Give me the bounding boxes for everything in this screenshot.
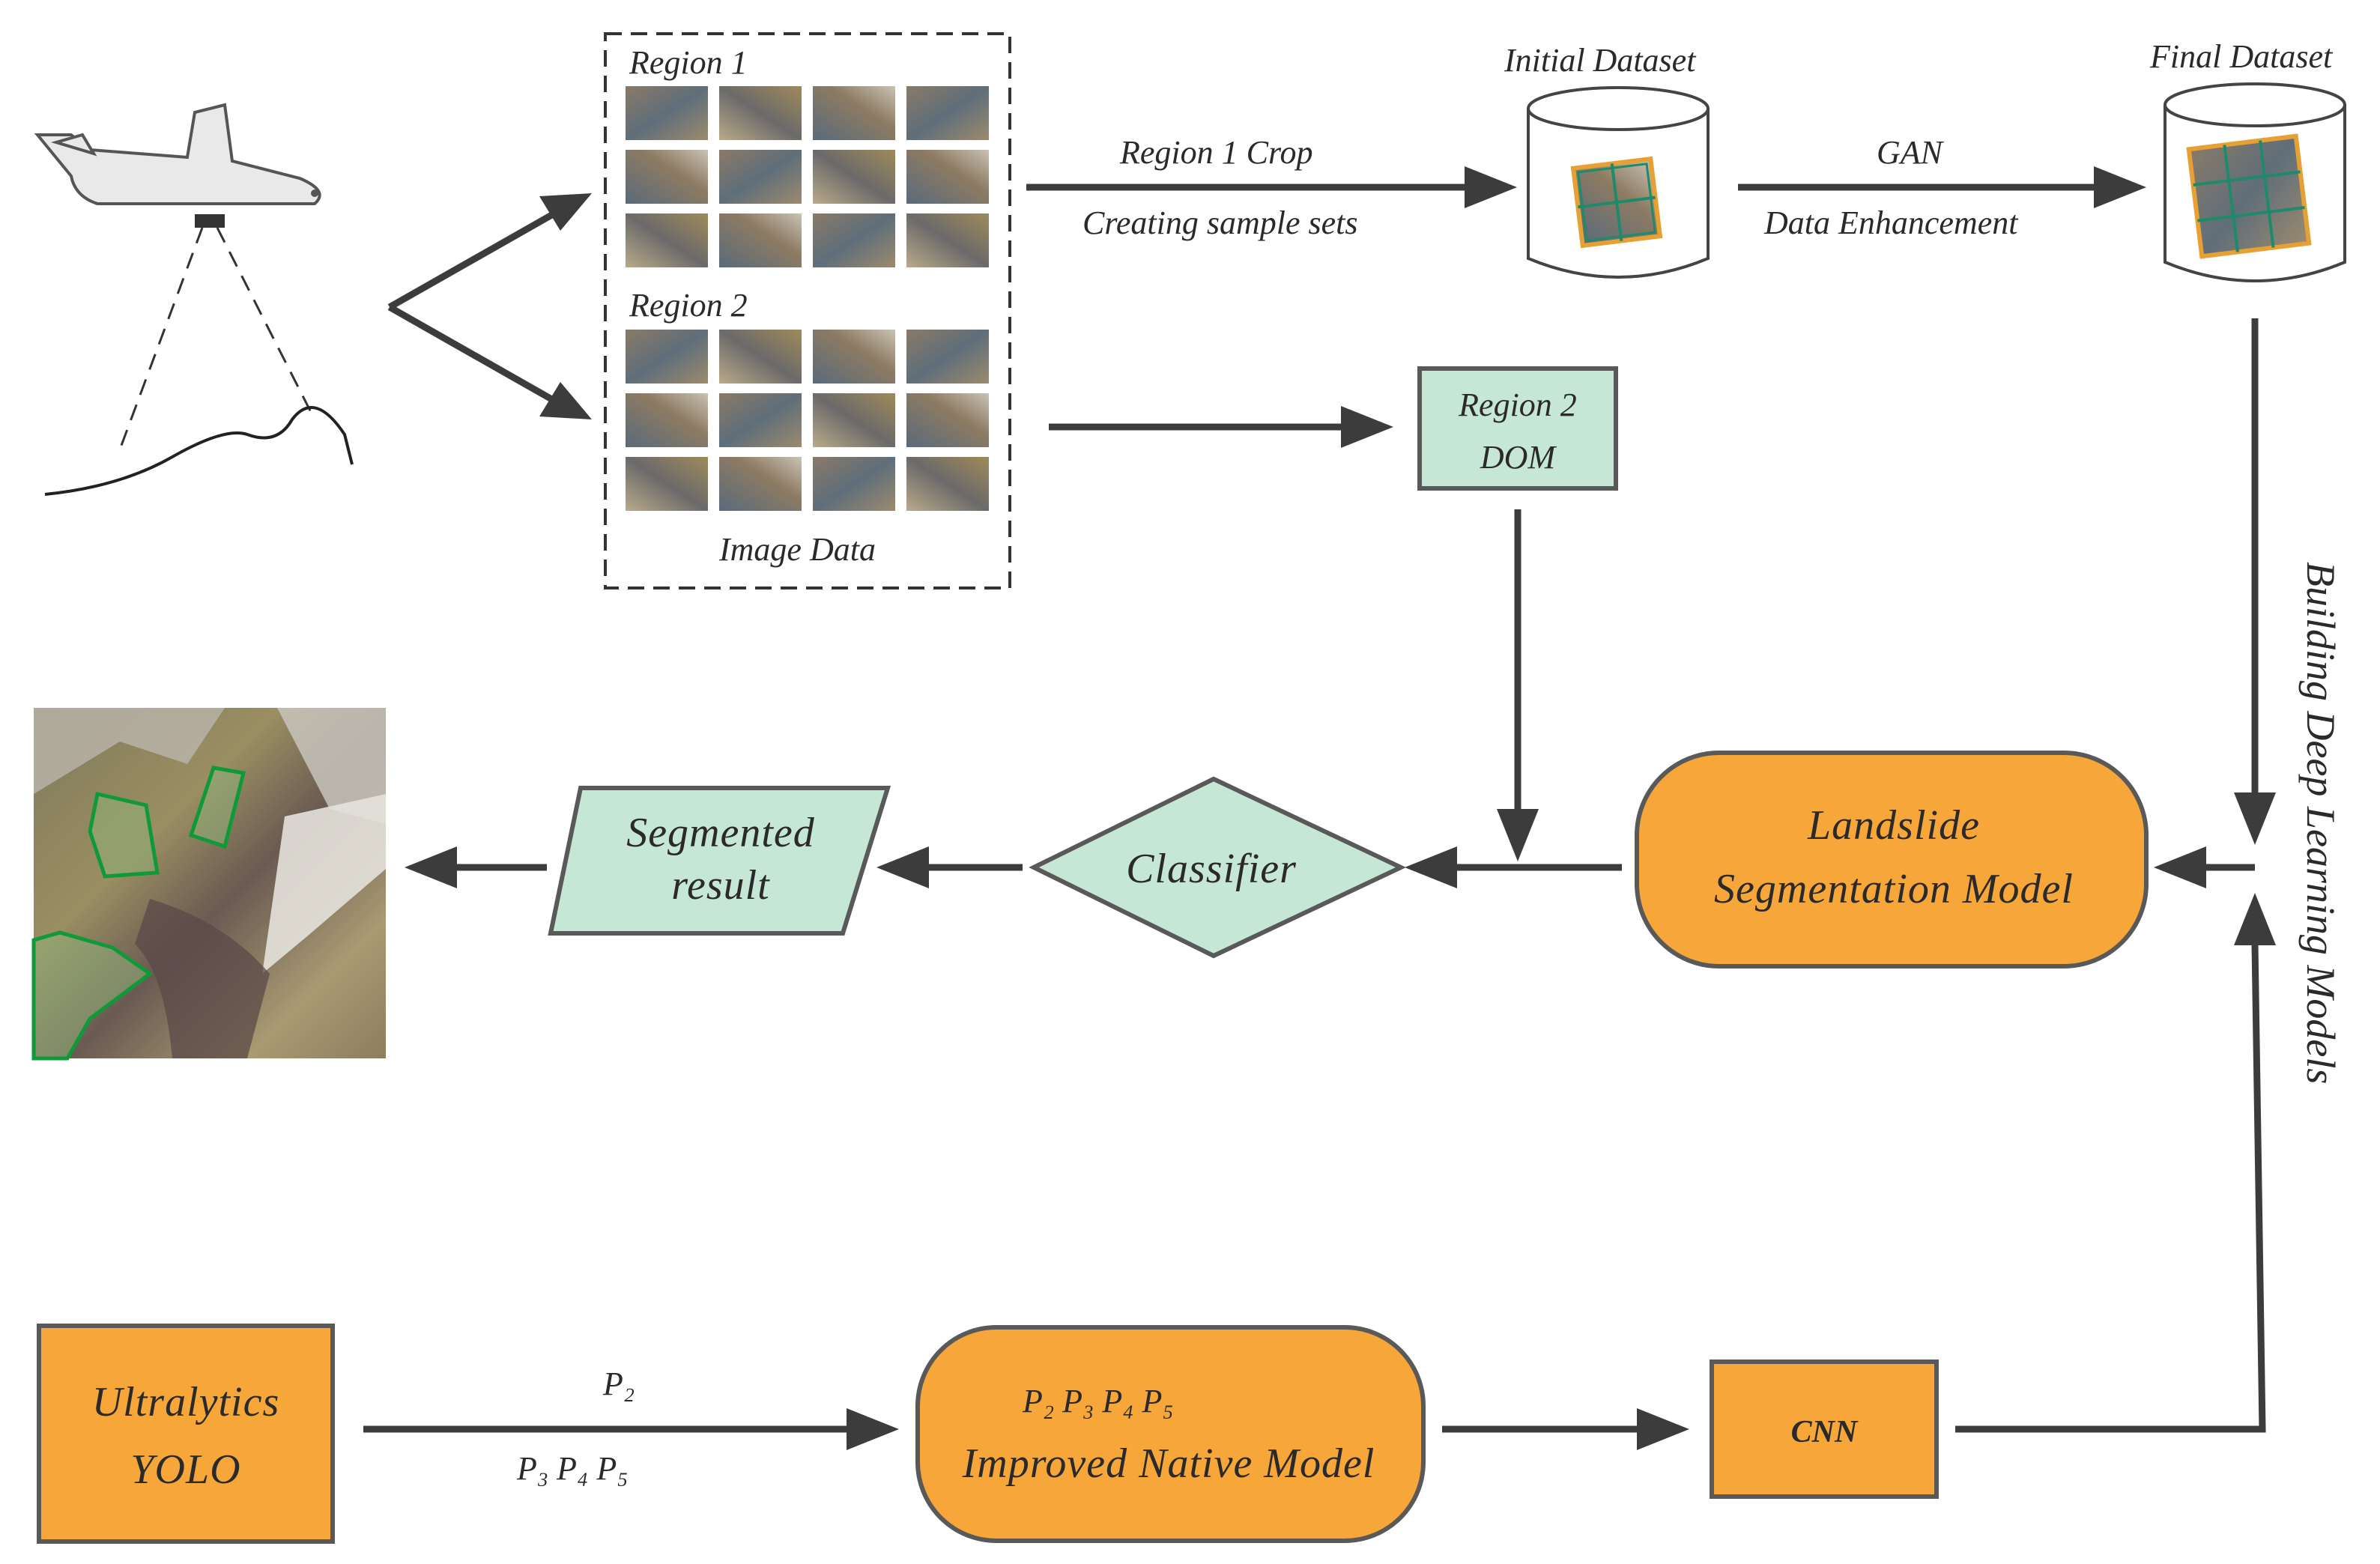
crop-label: Region 1 Crop — [1119, 134, 1312, 171]
segmented-result-node: Segmented result — [548, 786, 891, 936]
aerial-tile — [813, 150, 895, 204]
side-label: Building Deep Learning Models — [2298, 562, 2343, 1084]
improved-to-cnn-arrow — [1442, 1408, 1689, 1450]
yolo-to-improved-arrow: P₂ P₃ P₄ P₅ — [363, 1366, 899, 1487]
yolo-top-label: P₂ — [602, 1366, 635, 1402]
initial-dataset-label: Initial Dataset — [1504, 42, 1697, 79]
aerial-tile — [813, 330, 895, 384]
final-dataset-down-arrow — [2234, 318, 2276, 845]
aerial-tile — [906, 330, 989, 384]
yolo-bottom-label: P₃ P₄ P₅ — [516, 1450, 629, 1487]
final-dataset-grid — [2186, 133, 2312, 259]
aerial-tile — [906, 393, 989, 447]
region2-to-dom-arrow — [1049, 406, 1393, 448]
final-dataset-node: Final Dataset — [2149, 38, 2346, 282]
classifier-node: Classifier — [1029, 776, 1407, 959]
aerial-tile — [813, 457, 895, 511]
into-model-arrow — [2154, 846, 2255, 888]
drone-to-images-arrows — [387, 193, 592, 419]
landslide-model-node: Landslide Segmentation Model — [1635, 751, 2149, 969]
landslide-map-image — [31, 708, 386, 1061]
drone-icon — [34, 103, 354, 496]
gan-label: GAN — [1877, 134, 1945, 171]
aerial-tile — [906, 150, 989, 204]
aerial-tile — [813, 393, 895, 447]
aerial-tile — [719, 330, 802, 384]
image-data-caption: Image Data — [718, 531, 876, 568]
aerial-tile — [719, 213, 802, 267]
result-to-map-arrow — [405, 846, 547, 888]
aerial-tile — [906, 457, 989, 511]
final-dataset-label: Final Dataset — [2149, 38, 2334, 75]
aerial-tile — [626, 393, 708, 447]
yolo-label-line1: Ultralytics — [92, 1379, 280, 1425]
landslide-label-line1: Landslide — [1807, 802, 1980, 849]
aerial-tile — [906, 213, 989, 267]
segmented-label-line1: Segmented — [626, 810, 815, 856]
dom-label-line1: Region 2 — [1458, 387, 1577, 423]
region1-label: Region 1 — [629, 44, 748, 81]
cnn-node: CNN — [1710, 1360, 1939, 1499]
aerial-tile — [626, 150, 708, 204]
initial-dataset-node: Initial Dataset — [1504, 42, 1710, 279]
aerial-tile — [626, 213, 708, 267]
improved-model-node: P₂ P₃ P₄ P₅ Improved Native Model — [915, 1325, 1426, 1543]
data-enhancement-label: Data Enhancement — [1763, 204, 2019, 241]
aerial-image-tiles — [626, 86, 989, 511]
segmented-label-line2: result — [671, 862, 770, 909]
landslide-label-line2: Segmentation Model — [1714, 866, 2074, 912]
yolo-node: Ultralytics YOLO — [37, 1324, 335, 1544]
cnn-label: CNN — [1791, 1415, 1859, 1449]
aerial-tile — [813, 86, 895, 140]
region2-label: Region 2 — [629, 287, 748, 324]
classifier-label: Classifier — [1126, 846, 1297, 892]
region2-dom-node: Region 2 DOM — [1417, 366, 1618, 491]
dom-down-arrow — [1497, 509, 1539, 861]
aerial-tile — [626, 457, 708, 511]
aerial-tile — [626, 330, 708, 384]
improved-label: Improved Native Model — [962, 1440, 1375, 1487]
aerial-tile — [626, 86, 708, 140]
dom-label-line2: DOM — [1480, 439, 1557, 476]
crop-arrow: Region 1 Crop Creating sample sets — [1026, 134, 1517, 241]
aerial-tile — [719, 393, 802, 447]
yolo-label-line2: YOLO — [130, 1446, 240, 1493]
model-to-classifier-arrow — [1405, 846, 1622, 888]
classifier-to-result-arrow — [876, 846, 1023, 888]
initial-dataset-grid — [1570, 156, 1663, 249]
cnn-to-model-arrow — [1955, 893, 2276, 1433]
gan-arrow: GAN Data Enhancement — [1738, 134, 2146, 241]
creating-sample-sets-label: Creating sample sets — [1082, 204, 1357, 241]
aerial-tile — [719, 150, 802, 204]
improved-p-labels: P₂ P₃ P₄ P₅ — [1022, 1383, 1174, 1419]
image-data-panel: Region 1 Region 2 Image Data — [604, 32, 1011, 589]
aerial-tile — [719, 86, 802, 140]
aerial-tile — [719, 457, 802, 511]
aerial-tile — [813, 213, 895, 267]
aerial-tile — [906, 86, 989, 140]
